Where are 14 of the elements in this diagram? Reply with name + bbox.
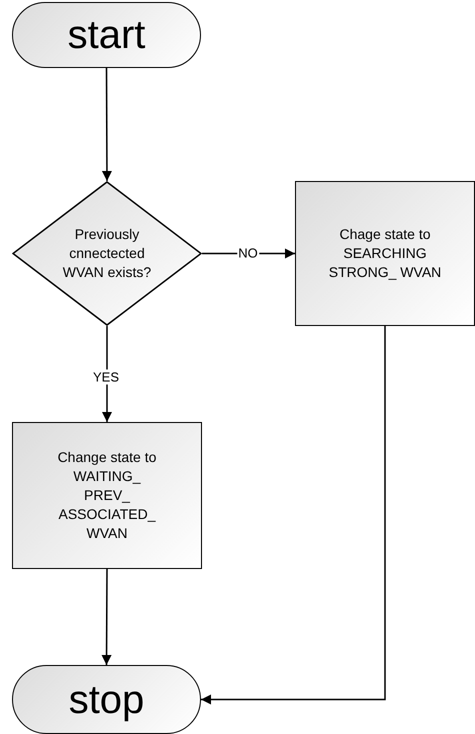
arrow — [102, 68, 112, 181]
node-text: start — [66, 13, 146, 57]
decision-diamond — [12, 181, 202, 326]
arrow — [201, 326, 386, 704]
node-text: Change state to WAITING_ PREV_ ASSOCIATED_ WVAN — [56, 448, 158, 543]
process-box — [12, 422, 202, 569]
node-text: Chage state to SEARCHING STRONG_ WVAN — [328, 225, 442, 282]
arrow — [202, 248, 295, 258]
arrow — [102, 569, 112, 665]
process-box — [295, 181, 475, 326]
node-text: Previously cnnectected WVAN exists? — [62, 225, 152, 282]
edge-label: NO — [237, 246, 259, 260]
edge-label: YES — [92, 370, 120, 384]
node-text: stop — [68, 678, 146, 722]
